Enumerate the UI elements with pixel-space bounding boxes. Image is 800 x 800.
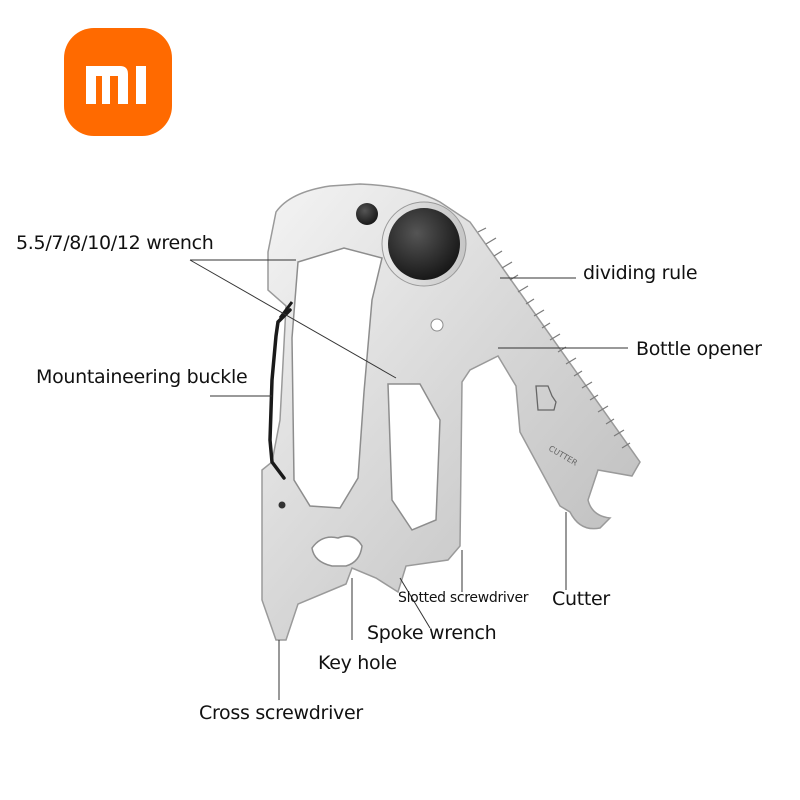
leader-wrench-b [189, 259, 397, 379]
label-slotted-screwdriver: Slotted screwdriver [398, 590, 529, 606]
buckle-wire-hook [278, 301, 294, 319]
label-wrench: 5.5/7/8/10/12 wrench [16, 232, 214, 254]
label-key-hole: Key hole [318, 652, 397, 674]
key-hole-cutout [311, 535, 363, 567]
label-spoke-wrench: Spoke wrench [367, 622, 497, 644]
logo-letter-i [136, 66, 146, 104]
label-dividing-rule: dividing rule [583, 262, 698, 284]
label-cross-screwdriver: Cross screwdriver [199, 702, 363, 724]
label-bottle-opener: Bottle opener [636, 338, 762, 360]
buckle-rivet [278, 501, 286, 509]
leader-lines [189, 259, 628, 700]
bottle-icon [535, 385, 557, 411]
small-knob [356, 203, 378, 225]
label-mountaineering-buckle: Mountaineering buckle [36, 366, 248, 388]
tool-hole [430, 318, 444, 332]
large-knob [388, 208, 460, 280]
leader-spoke [399, 577, 431, 629]
brand-logo [64, 28, 172, 136]
hex-cutout [387, 383, 441, 531]
logo-letter-m [86, 66, 128, 104]
buckle-wire [268, 308, 292, 480]
wrench-cutout [291, 247, 383, 509]
ruler-ticks [477, 227, 631, 449]
label-cutter: Cutter [552, 588, 610, 610]
